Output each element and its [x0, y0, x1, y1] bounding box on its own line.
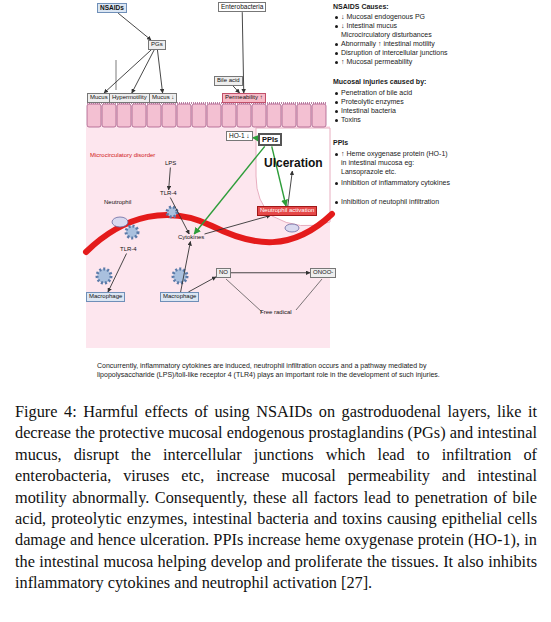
node-text: Cytokines [178, 234, 204, 242]
node-box: TLR-4 [158, 190, 179, 198]
node-box: HO-1 ↓ [226, 131, 253, 141]
neutrophil-cell [112, 217, 299, 232]
arrow-connector [288, 171, 293, 206]
node-box: PGs [148, 40, 166, 50]
node-box: Cytokines [176, 234, 206, 242]
node-box: Bile acid [214, 76, 243, 86]
node-box: Ulceration [262, 156, 325, 171]
bullet-dot [335, 43, 338, 46]
bullet-dot [335, 153, 338, 156]
node-text: Mucus ↓ [152, 94, 174, 102]
arrow-connector [169, 168, 171, 191]
node-box: Free radical [258, 309, 294, 317]
bullet-dot [335, 182, 338, 185]
arrow-connector [231, 272, 310, 273]
node-text: Free radical [260, 309, 292, 317]
node-text: LPS [165, 160, 176, 168]
list-item: Disruption of intercellular junctions [341, 49, 471, 58]
bullet-dot [335, 61, 338, 64]
arrow-connector [132, 50, 155, 94]
bullet-dot [335, 119, 338, 122]
epithelium-cells [87, 104, 326, 127]
node-box: ONOO- [310, 268, 336, 278]
bullet-dot [335, 16, 338, 19]
node-box: NSAIDs [97, 3, 127, 13]
node-text: Hypermotility [112, 94, 147, 102]
list-item: ↓ Mucosal endogenous PG [341, 13, 471, 22]
node-text: NSAIDs [100, 4, 124, 12]
node-box: Macrophage [160, 292, 199, 302]
arrow-connector [233, 86, 240, 94]
node-box: Macrophage [86, 292, 125, 302]
bullet-dot [335, 92, 338, 95]
bullet-dot [335, 110, 338, 113]
macrophage-cell [97, 207, 187, 283]
bullet-dot [335, 201, 338, 204]
node-box: Enterobacteria [218, 2, 266, 12]
list-item: Inhibition of inflammatory cytokines [341, 179, 453, 188]
node-text: Macrophage [89, 293, 122, 301]
bullet-dot [335, 101, 338, 104]
node-box: Neutrophil [102, 199, 133, 207]
node-box: Neutrophil activation [257, 206, 317, 216]
node-box: LPS [163, 160, 178, 168]
list-item: ↑ Mucosal permeability [341, 58, 471, 67]
node-text: PPIs [262, 135, 278, 144]
node-text: NO [219, 269, 228, 277]
arrow-connector [104, 50, 152, 94]
figure-note: Concurrently, inflammatory cytokines are… [97, 362, 469, 380]
list-item: Intestinal bacteria [341, 107, 471, 116]
arrow-connector [181, 242, 191, 293]
node-text: Enterobacteria [221, 3, 263, 11]
figure-caption: Figure 4: Harmful effects of using NSAID… [15, 401, 537, 594]
list-heading: PPIs [333, 139, 468, 148]
node-box: TLR-4 [118, 246, 139, 254]
list-item: ↑ Heme oxygenase protein (HO-1) in intes… [341, 150, 453, 176]
bullet-dot [335, 52, 338, 55]
node-text: Neutrophil activation [260, 207, 314, 215]
arrow-connector [205, 216, 271, 235]
node-box: NO [216, 268, 231, 278]
list-item: ↓ Intestinal mucus [341, 22, 471, 31]
node-box: Hypermotility [109, 93, 150, 103]
node-text: Permeability ↑ [225, 94, 263, 102]
node-text: Ulceration [264, 156, 323, 171]
node-box: PPIs [258, 133, 282, 146]
node-text: Bile acid [217, 77, 240, 85]
node-box: Microcirculatory disorder [88, 152, 157, 160]
node-text: PGs [151, 41, 163, 49]
node-text: Neutrophil [104, 199, 131, 207]
node-text: Macrophage [163, 293, 196, 301]
node-box: Mucus [87, 93, 111, 103]
arrow-connector [194, 146, 265, 234]
node-box: Permeability ↑ [222, 93, 266, 103]
list-item: Penetration of bile acid [341, 89, 471, 98]
node-text: TLR-4 [160, 190, 177, 198]
arrow-connector [157, 50, 162, 94]
node-text: HO-1 ↓ [229, 132, 250, 140]
list-heading: Mucosal injuries caused by: [333, 78, 468, 87]
arrow-connector [170, 198, 189, 235]
list-heading: NSAIDS Causes: [333, 3, 468, 12]
list-item: Abnormally ↑ intestinal motility [341, 40, 471, 49]
list-item: Toxins [341, 116, 471, 125]
arrow-connector [108, 254, 127, 293]
node-text: Microcirculatory disorder [90, 152, 155, 160]
ulcer-crater [256, 128, 330, 226]
arrow-connector [188, 277, 216, 292]
node-box: Mucus ↓ [149, 93, 177, 103]
arrow-connector [272, 146, 286, 206]
node-text: ONOO- [313, 269, 333, 277]
list-item: Inhibition of neutophil infiltration [341, 198, 453, 207]
bullet-dot [335, 25, 338, 28]
node-text: TLR-4 [120, 246, 137, 254]
node-text: Mucus [90, 94, 108, 102]
list-item: Microcirculatory disturbances [341, 31, 471, 40]
arrow-connector [118, 13, 151, 40]
list-item: Proteolytic enzymes [341, 98, 471, 107]
